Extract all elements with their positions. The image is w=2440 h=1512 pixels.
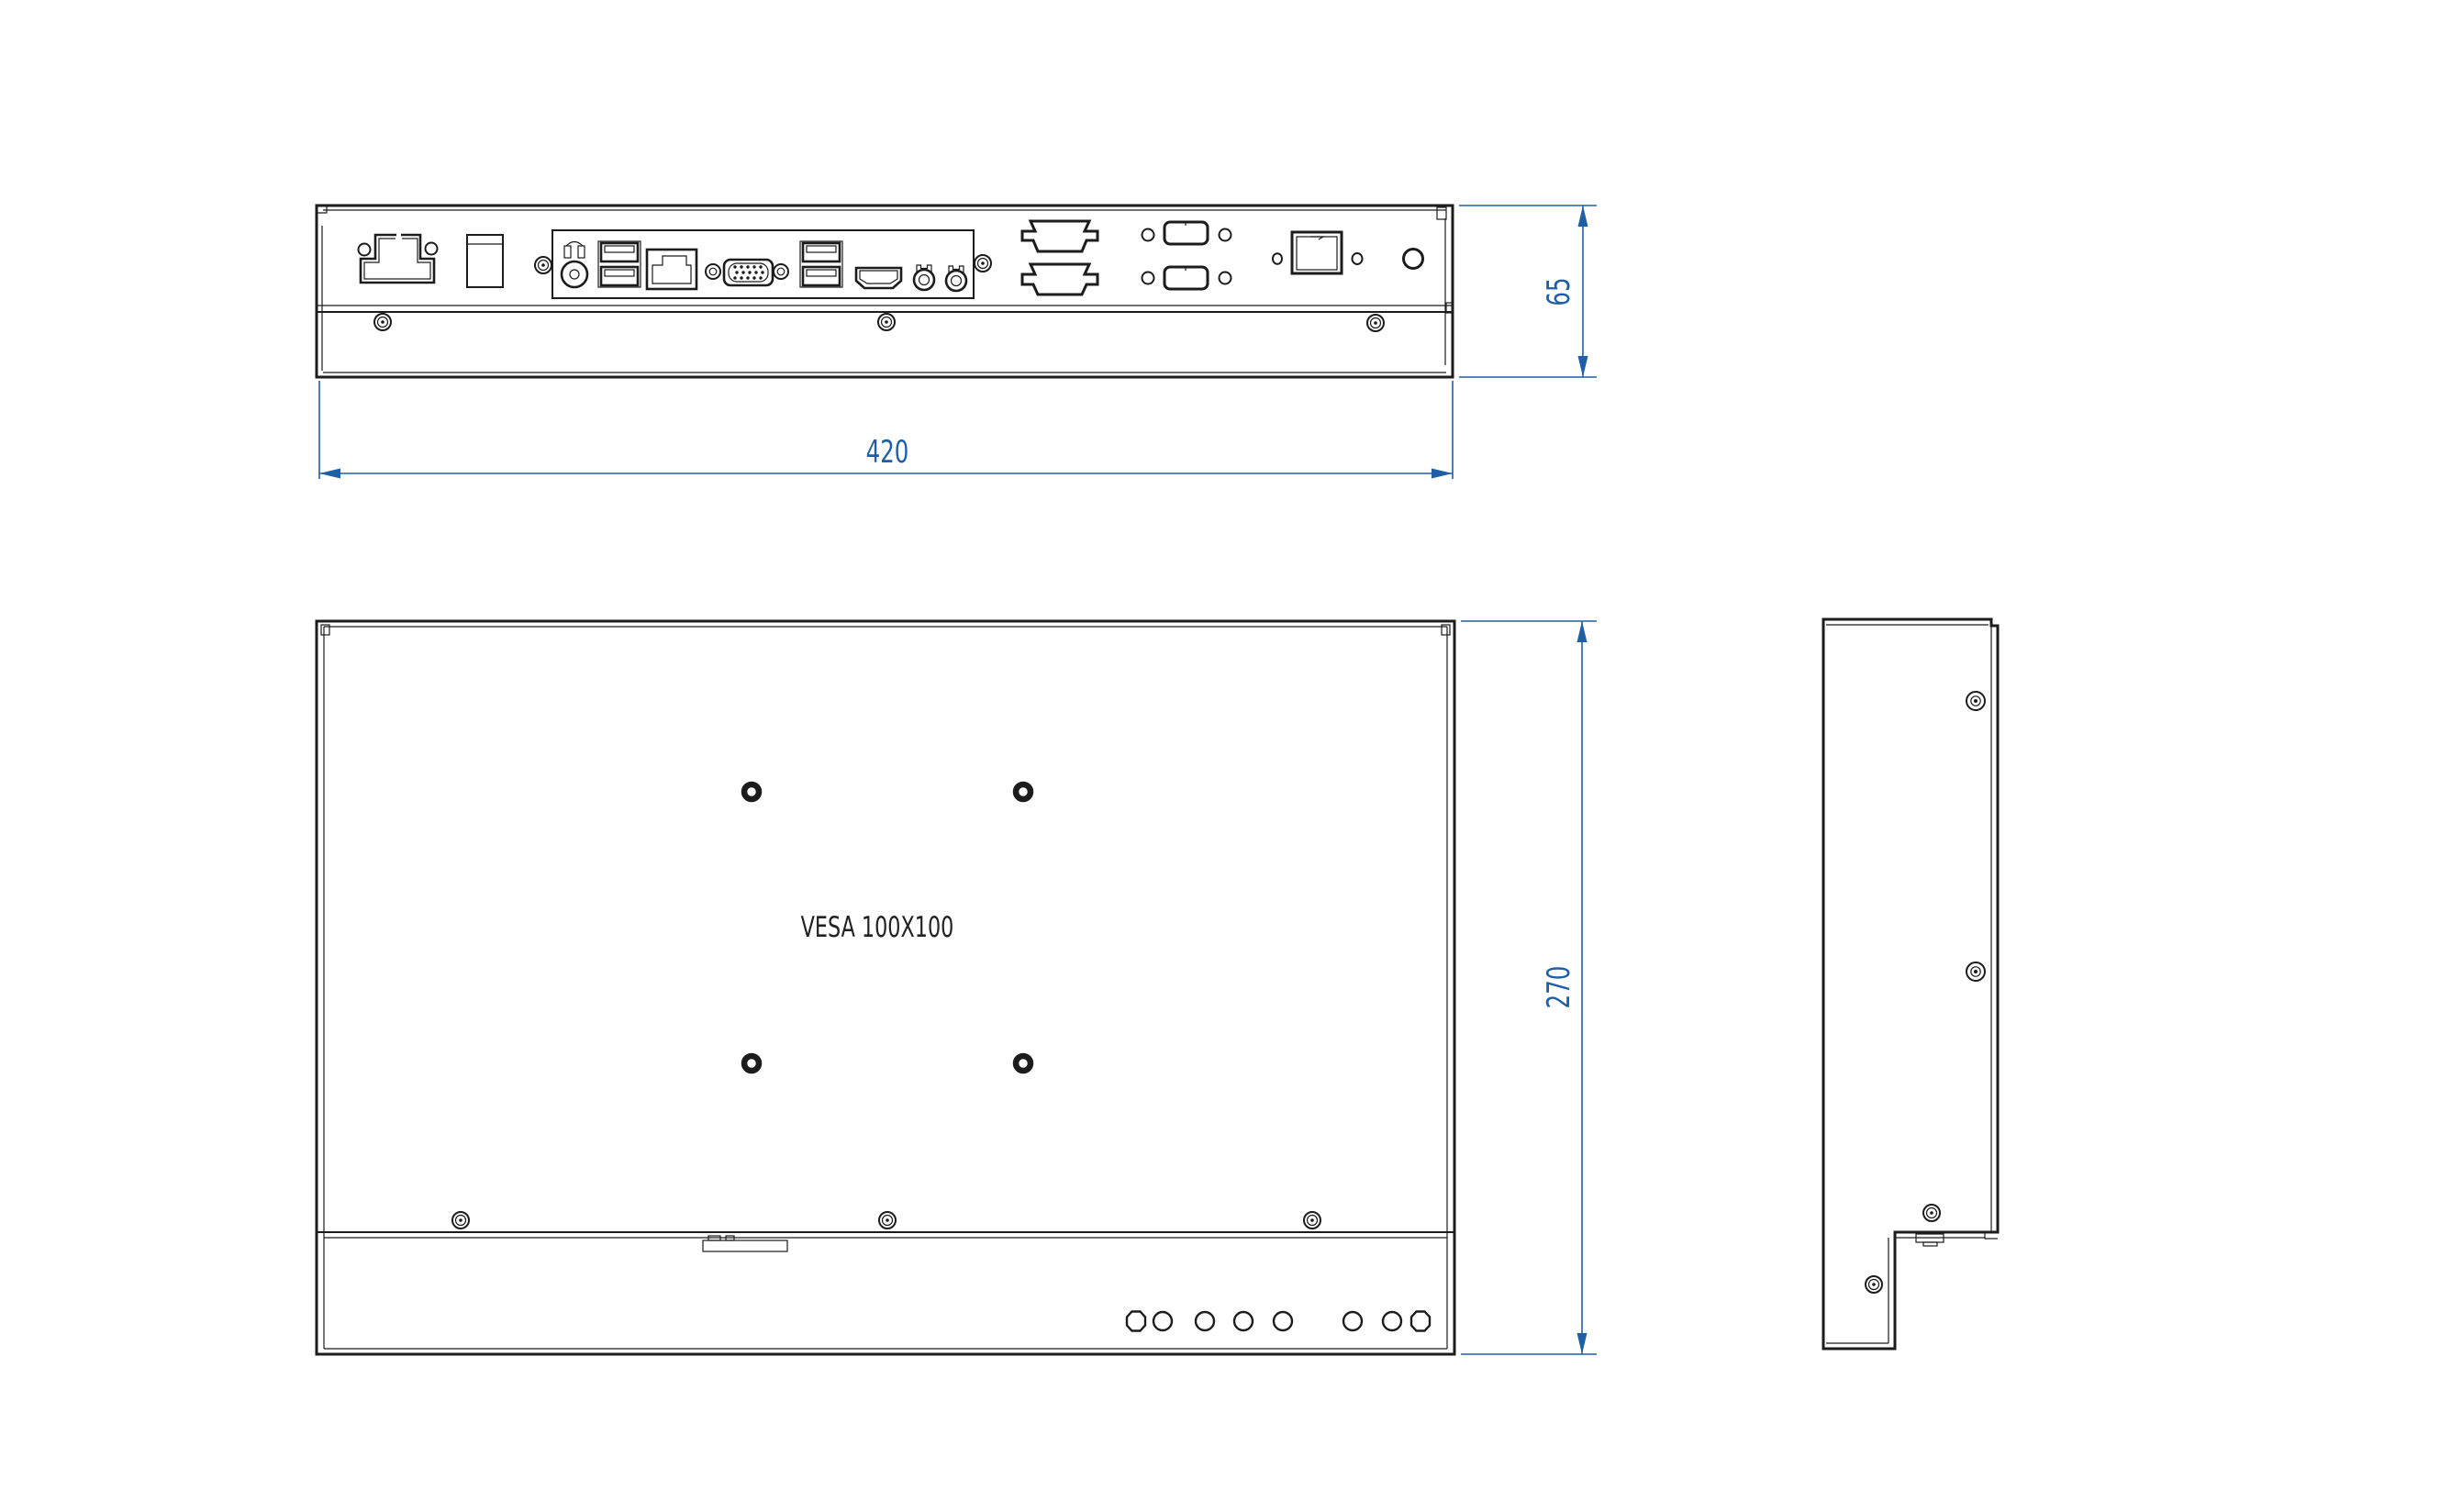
osd-button: [1381, 1310, 1403, 1332]
io-cutout-2: [1141, 265, 1232, 291]
hdmi-port: [854, 266, 903, 290]
screw-icon: [1966, 962, 1986, 982]
screw-icon: [1303, 1211, 1321, 1229]
osd-button-hex: [1409, 1310, 1432, 1332]
screw-icon: [1966, 691, 1986, 711]
osd-button: [1272, 1310, 1294, 1332]
side-connector-cutout: [1915, 1233, 1944, 1247]
audio-jack-1: [912, 264, 936, 292]
dim-arrow-top: [1577, 621, 1588, 642]
ethernet-port: [645, 248, 698, 291]
top-view: [315, 204, 1454, 379]
screw-icon: [1922, 1204, 1941, 1222]
osd-button: [1152, 1310, 1174, 1332]
audio-jack-2: [944, 265, 968, 293]
mount-hole-right: [1351, 252, 1364, 265]
power-switch-cutout: [466, 234, 504, 288]
osd-button: [1342, 1310, 1364, 1332]
dc-jack: [560, 240, 589, 289]
dim-arrow-bottom: [1577, 356, 1588, 377]
screw-icon: [877, 313, 896, 331]
dim-depth-value: 65: [1541, 277, 1577, 306]
screw-icon: [1366, 314, 1385, 332]
dim-arrow-right: [1432, 468, 1453, 479]
chassis-outline-top: [315, 204, 1454, 379]
cutout-hole: [1218, 228, 1232, 242]
back-view: VESA 100X100: [315, 619, 1456, 1356]
dimension-width-420: 420: [318, 381, 1454, 479]
terminal-screw-hole-left: [357, 242, 372, 257]
vesa-hole: [1016, 1056, 1031, 1071]
antenna-hole: [1402, 248, 1424, 270]
power-terminal-cutout: [357, 233, 439, 284]
screw-icon: [878, 1211, 897, 1229]
vesa-hole: [744, 784, 759, 799]
vesa-hole: [744, 1056, 759, 1071]
screw-icon: [373, 313, 392, 331]
chassis-outline-back: [315, 619, 1456, 1356]
io-cutout-1: [1141, 220, 1232, 246]
vesa-mount: VESA 100X100: [744, 784, 1031, 1071]
dim-arrow-left: [319, 468, 340, 479]
usb-stack-right: [799, 240, 843, 288]
cutout-hole: [1141, 228, 1155, 242]
cutout-hole: [1218, 271, 1232, 285]
io-panel: [552, 229, 975, 299]
power-button-cutout: [1290, 230, 1343, 275]
side-view: [1822, 617, 2000, 1351]
com-port-2: [1020, 262, 1099, 296]
dimension-depth-65: 65: [1459, 205, 1597, 378]
dim-height-value: 270: [1541, 966, 1577, 1009]
osd-button: [1232, 1310, 1254, 1332]
mount-hole-left: [1272, 252, 1283, 265]
osd-buttons: [1125, 1310, 1432, 1332]
screw-icon: [534, 256, 552, 274]
vesa-hole: [1016, 784, 1031, 799]
dim-arrow-top: [1577, 206, 1588, 227]
dim-width-value: 420: [866, 434, 909, 470]
bottom-connector-cutout: [702, 1235, 788, 1252]
usb-stack-left: [597, 240, 641, 288]
cutout-hole: [1141, 271, 1155, 285]
vesa-label: VESA 100X100: [801, 911, 954, 944]
osd-button: [1194, 1310, 1216, 1332]
com-port-1: [1020, 219, 1099, 253]
vga-port: [705, 258, 789, 287]
screw-icon: [974, 254, 992, 272]
dim-arrow-bottom: [1577, 1333, 1588, 1354]
terminal-screw-hole-right: [424, 241, 439, 256]
chassis-outline-side: [1822, 617, 2000, 1351]
screw-icon: [1865, 1275, 1883, 1294]
dimension-height-270: 270: [1461, 620, 1597, 1355]
osd-button-hex: [1125, 1310, 1147, 1332]
vga-pins: [733, 265, 764, 280]
screw-icon: [451, 1211, 470, 1229]
